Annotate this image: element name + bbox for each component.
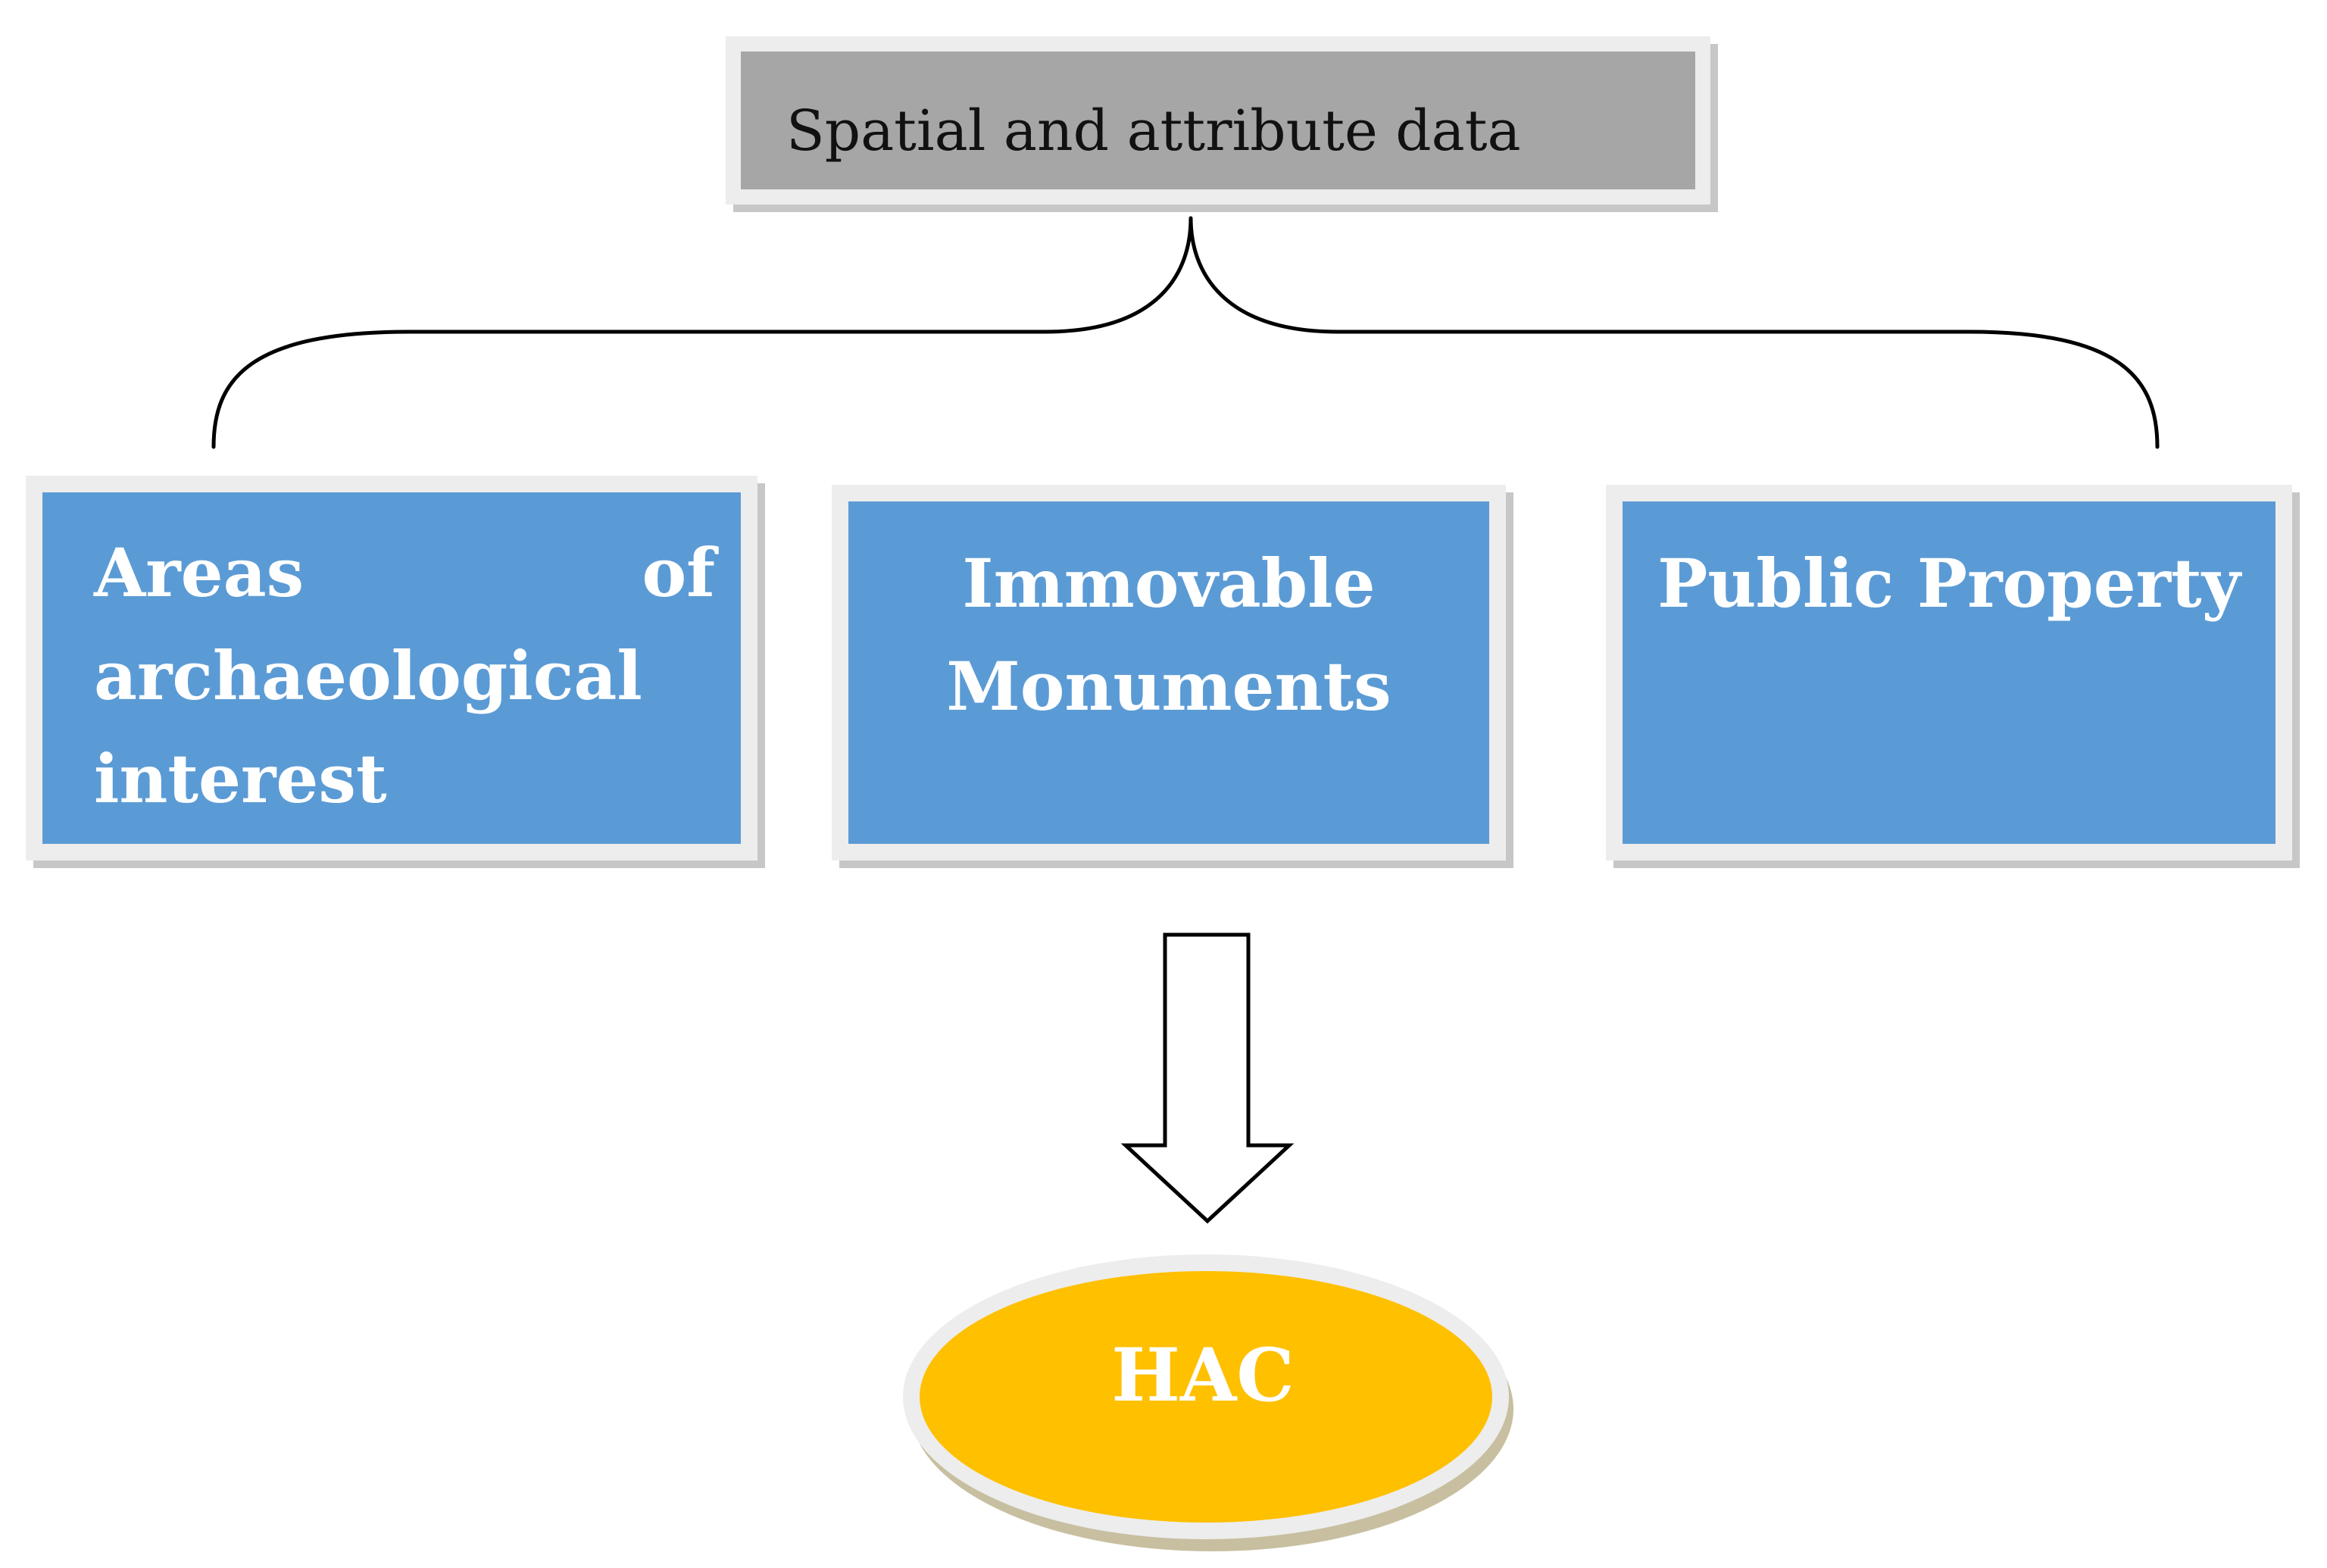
category-label-public: Public Property	[1657, 544, 2241, 623]
category-label-areas: Areas of archaeological interest	[94, 533, 715, 818]
result-ellipse	[903, 1254, 1513, 1551]
result-ellipse-fill	[920, 1271, 1492, 1523]
category-box-fill	[42, 492, 741, 844]
category-label-immovable: Immovable Monuments	[946, 544, 1392, 726]
category-box-areas: Areas of archaeological interest	[26, 476, 757, 861]
category-box-fill	[848, 501, 1489, 844]
category-box-fill	[1623, 501, 2275, 844]
category-box-immovable: Immovable Monuments	[832, 485, 1506, 861]
category-box-public: Public Property	[1606, 485, 2292, 861]
grouping-brace	[211, 216, 2160, 449]
source-box-fill	[741, 52, 1695, 189]
down-arrow-icon	[1120, 932, 1295, 1224]
source-box: Spatial and attribute data	[726, 36, 1710, 205]
result-label: HAC	[1111, 1332, 1295, 1418]
source-label: Spatial and attribute data	[786, 98, 1521, 164]
